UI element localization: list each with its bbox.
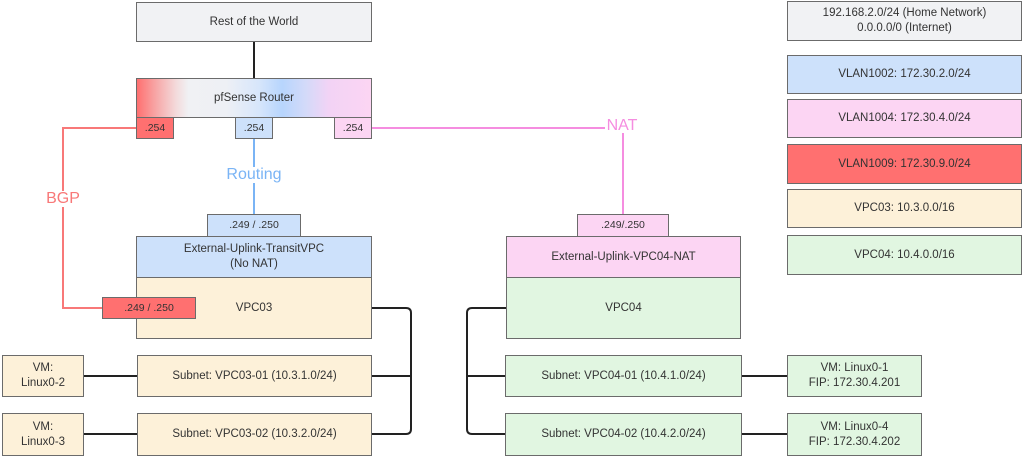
subnet-label: Subnet: VPC03-02 (10.3.2.0/24) — [172, 428, 337, 440]
router-label: pfSense Router — [214, 91, 294, 104]
router-port-label: .254 — [144, 121, 166, 134]
vpc04-uplink-label: External-Uplink-VPC04-NAT — [551, 250, 696, 263]
legend-label: VLAN1002: 172.30.2.0/24 — [838, 68, 971, 80]
rest-of-world-node[interactable]: Rest of the World — [136, 2, 372, 42]
router-port-label: .254 — [243, 121, 265, 134]
subnet-label: Subnet: VPC03-01 (10.3.1.0/24) — [172, 369, 337, 382]
subnet-label: Subnet: VPC04-01 (10.4.1.0/24) — [541, 369, 706, 382]
legend-vlan1002: VLAN1002: 172.30.2.0/24 — [787, 55, 1022, 94]
vm-line2: Linux0-3 — [20, 435, 66, 448]
legend-line2: 0.0.0.0/0 (Internet) — [857, 22, 952, 34]
vpc04-uplink-port-label: .249/.250 — [601, 219, 645, 231]
vpc03-uplink-line2: (No NAT) — [230, 258, 278, 270]
legend-line1: 192.168.2.0/24 (Home Network) — [822, 7, 987, 19]
vpc03-uplink-label: External-Uplink-TransitVPC (No NAT) — [184, 242, 324, 272]
vpc03-uplink-line1: External-Uplink-TransitVPC — [183, 243, 325, 255]
vpc04-subnet-bus — [466, 307, 506, 435]
legend-home-internet: 192.168.2.0/24 (Home Network) 0.0.0.0/0 … — [787, 1, 1022, 41]
subnet-label: Subnet: VPC04-02 (10.4.2.0/24) — [541, 428, 706, 440]
vpc04-uplink-node[interactable]: External-Uplink-VPC04-NAT — [506, 236, 741, 278]
vpc04-node[interactable]: VPC04 — [506, 277, 741, 339]
bgp-label: BGP — [45, 190, 81, 207]
vpc03-label: VPC03 — [235, 301, 273, 314]
legend-label: VPC03: 10.3.0.0/16 — [854, 202, 955, 214]
vm-line2: FIP: 172.30.4.201 — [808, 377, 901, 389]
vm-linux0-4-node[interactable]: VM: Linux0-4 FIP: 172.30.4.202 — [787, 413, 922, 456]
subnet-vpc04-01-node[interactable]: Subnet: VPC04-01 (10.4.1.0/24) — [505, 355, 742, 397]
legend-label: VLAN1004: 172.30.4.0/24 — [838, 112, 971, 124]
router-port-vlan1004[interactable]: .254 — [334, 117, 372, 139]
vm-line1: VM: Linux0-1 — [820, 362, 889, 374]
vm-linux0-2-label: VM: Linux0-2 — [21, 361, 65, 391]
vpc03-uplink-node[interactable]: External-Uplink-TransitVPC (No NAT) — [136, 236, 372, 278]
vpc03-subnet-bus — [372, 307, 412, 435]
bgp-line — [62, 127, 136, 309]
vm-line1: VM: Linux0-4 — [820, 420, 889, 433]
vpc04-uplink-port[interactable]: .249/.250 — [577, 214, 669, 237]
vm-linux0-2-node[interactable]: VM: Linux0-2 — [2, 355, 84, 397]
vpc03-uplink-port[interactable]: .249 / .250 — [207, 214, 301, 237]
vpc03-uplink-port-label: .249 / .250 — [229, 219, 279, 231]
legend-label: VPC04: 10.4.0.0/16 — [854, 248, 955, 261]
vm-line2: Linux0-2 — [20, 377, 66, 389]
vm-linux0-3-node[interactable]: VM: Linux0-3 — [2, 413, 84, 456]
legend-label: 192.168.2.0/24 (Home Network) 0.0.0.0/0 … — [823, 6, 987, 36]
router-port-vlan1009[interactable]: .254 — [136, 117, 174, 139]
legend-vlan1009: VLAN1009: 172.30.9.0/24 — [787, 144, 1022, 184]
router-port-vlan1002[interactable]: .254 — [235, 117, 273, 139]
vm-linux0-3-label: VM: Linux0-3 — [21, 420, 65, 450]
subnet-vpc04-02-node[interactable]: Subnet: VPC04-02 (10.4.2.0/24) — [505, 413, 742, 456]
nat-label: NAT — [606, 117, 638, 134]
vm-line2: FIP: 172.30.4.202 — [808, 435, 901, 448]
vpc03-bgp-port-label: .249 / .250 — [124, 301, 174, 314]
rest-of-world-label: Rest of the World — [209, 15, 299, 28]
routing-label: Routing — [225, 166, 283, 183]
vm-linux0-1-label: VM: Linux0-1 FIP: 172.30.4.201 — [809, 361, 900, 391]
vpc04-label: VPC04 — [605, 301, 642, 314]
vm-linux0-4-label: VM: Linux0-4 FIP: 172.30.4.202 — [809, 420, 900, 450]
vm-line1: VM: — [32, 362, 54, 374]
legend-vpc03: VPC03: 10.3.0.0/16 — [787, 189, 1022, 228]
subnet-vpc03-02-node[interactable]: Subnet: VPC03-02 (10.3.2.0/24) — [137, 413, 372, 456]
legend-label: VLAN1009: 172.30.9.0/24 — [838, 157, 971, 170]
legend-vpc04: VPC04: 10.4.0.0/16 — [787, 235, 1022, 275]
pfsense-router-node[interactable]: pfSense Router — [136, 78, 372, 118]
vpc03-bgp-port[interactable]: .249 / .250 — [102, 297, 196, 319]
vm-linux0-1-node[interactable]: VM: Linux0-1 FIP: 172.30.4.201 — [787, 355, 922, 397]
subnet-vpc03-01-node[interactable]: Subnet: VPC03-01 (10.3.1.0/24) — [137, 355, 372, 397]
vm-line1: VM: — [32, 420, 54, 433]
legend-vlan1004: VLAN1004: 172.30.4.0/24 — [787, 99, 1022, 138]
router-port-label: .254 — [342, 121, 364, 134]
